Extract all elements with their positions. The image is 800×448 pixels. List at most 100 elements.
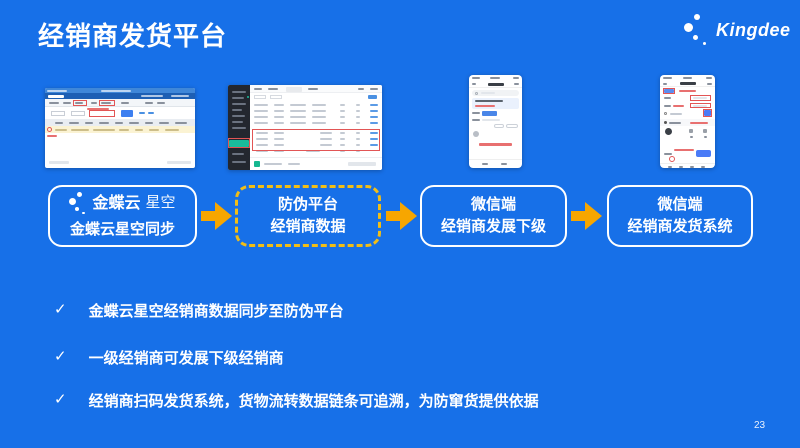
- scan-button: [704, 110, 711, 116]
- cell-line: [254, 110, 268, 112]
- skeleton-line: [101, 89, 131, 92]
- flow-box-wechat-shipping: 微信端 经销商发货系统: [607, 185, 753, 247]
- skeleton-line: [264, 163, 282, 165]
- admin-topbar: [250, 85, 382, 93]
- erp-filter-row: [45, 107, 195, 119]
- cell-line: [256, 150, 268, 152]
- sidebar-item: [232, 103, 246, 105]
- qty-value-line: [704, 136, 707, 138]
- total-label-line: [664, 153, 672, 155]
- cell-line: [340, 138, 345, 140]
- blue-chip: [482, 110, 497, 116]
- info-panel: [472, 98, 519, 109]
- skeleton-line: [93, 128, 115, 131]
- cell-line: [290, 116, 306, 118]
- skeleton-line: [157, 102, 165, 104]
- kingdee-dots-icon: [684, 12, 712, 48]
- erp-toolbar: [45, 99, 195, 107]
- skeleton-line: [99, 121, 109, 124]
- field-label-line: [472, 112, 480, 114]
- skeleton-line: [47, 89, 67, 92]
- status-bar-line: [490, 77, 500, 79]
- admin-active-tab: [286, 86, 302, 92]
- cell-line: [274, 138, 284, 140]
- admin-pagination: [250, 157, 382, 170]
- status-bar-line: [513, 77, 519, 79]
- cell-line: [256, 132, 268, 134]
- cell-line: [356, 110, 360, 112]
- flow-box-label: 微信端: [657, 196, 703, 214]
- cell-line: [356, 138, 360, 140]
- page-number: 23: [754, 420, 766, 431]
- search-input: [472, 90, 519, 96]
- cell-line: [274, 116, 284, 118]
- cell-line: [312, 110, 326, 112]
- annotation-text: [674, 149, 694, 151]
- cell-line: [340, 144, 345, 146]
- qty-icon: [703, 129, 707, 133]
- skeleton-line: [119, 128, 129, 131]
- check-icon: ✓: [54, 348, 67, 365]
- back-icon: [472, 83, 476, 85]
- field-value-line: [693, 104, 707, 107]
- qty-icon: [689, 129, 693, 133]
- field-label-line: [664, 104, 671, 107]
- skeleton-line: [167, 161, 191, 164]
- kingdee-cloud-logo: 金蝶云 星空: [69, 191, 176, 215]
- product-name-bold: 金蝶云: [92, 194, 141, 212]
- annotation-text: [673, 104, 684, 107]
- admin-search-button: [368, 95, 377, 99]
- cell-line: [274, 150, 284, 152]
- erp-screenshot: [45, 88, 195, 168]
- cell-line: [312, 104, 326, 106]
- arrow-right-icon: [386, 202, 418, 230]
- cell-link: [370, 104, 378, 106]
- erp-search-button: [121, 110, 133, 117]
- annotation-text: [87, 107, 109, 110]
- annotation-box: [663, 87, 675, 94]
- skeleton-line: [75, 102, 83, 104]
- status-bar-line: [472, 77, 480, 79]
- phone-toolbar: [660, 163, 715, 168]
- skeleton-line: [254, 88, 262, 90]
- annotation-box: [73, 100, 87, 106]
- cell-line: [274, 132, 284, 134]
- annotation-circle: [669, 156, 675, 162]
- flow-box-wechat-develop: 微信端 经销商发展下级: [420, 185, 567, 247]
- cell-line: [340, 150, 345, 152]
- arrow-right-icon: [201, 202, 233, 230]
- skeleton-line: [159, 121, 169, 124]
- flow-box-label: 经销商数据: [270, 218, 346, 235]
- cell-line: [340, 116, 345, 118]
- sidebar-item: [232, 121, 243, 123]
- sidebar-item: [232, 127, 246, 129]
- arrow-right-icon: [571, 202, 603, 230]
- nav-item: [482, 163, 488, 165]
- phone-navbar: [469, 80, 522, 88]
- annotation-box: [228, 138, 250, 148]
- sidebar-indicator: [247, 96, 249, 98]
- sidebar-item-active: [229, 140, 249, 147]
- cell-line: [356, 104, 360, 106]
- field-label-line: [664, 97, 671, 99]
- bullet-item: ✓ 金蝶云星空经销商数据同步至防伪平台: [54, 300, 344, 321]
- skeleton-line: [129, 121, 139, 124]
- flow-box-anti-counterfeit: 防伪平台 经销商数据: [235, 185, 381, 247]
- flow-box-label: 防伪平台: [277, 196, 338, 214]
- cell-line: [356, 144, 360, 146]
- cell-link: [370, 132, 378, 134]
- erp-tabbar: [45, 93, 195, 99]
- back-icon: [663, 82, 667, 85]
- cell-line: [356, 116, 360, 118]
- page-title: 经销商发货平台: [38, 21, 228, 51]
- skeleton-line: [268, 88, 278, 90]
- cell-link: [370, 138, 378, 140]
- cell-line: [320, 138, 332, 140]
- cell-line: [356, 132, 360, 134]
- selected-products-header: [660, 119, 715, 126]
- cell-line: [290, 110, 306, 112]
- cell-line: [274, 144, 284, 146]
- bullet-item: ✓ 一级经销商可发展下级经销商: [54, 347, 284, 368]
- erp-titlebar: [45, 88, 195, 93]
- cell-line: [254, 116, 268, 118]
